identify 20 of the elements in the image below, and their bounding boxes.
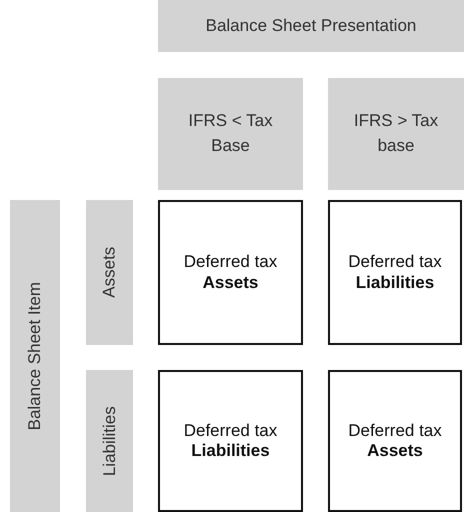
- row-label: Assets: [99, 246, 120, 298]
- matrix-cell: [158, 370, 303, 512]
- matrix-cell: [328, 200, 462, 345]
- matrix-cell: [158, 200, 303, 345]
- row-label: Balance Sheet Item: [24, 282, 45, 430]
- row-header-box: [86, 200, 133, 345]
- cell-text: Deferred tax Assets: [347, 420, 443, 462]
- row-label: Liabilities: [99, 406, 120, 476]
- matrix-cell: [328, 370, 462, 512]
- cell-text: Deferred tax Liabilities: [182, 420, 278, 462]
- cell-text: Deferred tax Assets: [182, 252, 278, 293]
- header-box: [328, 78, 464, 190]
- header-box: [158, 78, 303, 190]
- header-box: [158, 0, 464, 52]
- row-header-box: [10, 200, 60, 512]
- row-header-box: [86, 370, 133, 512]
- column-label: Balance Sheet Presentation: [206, 16, 416, 36]
- column-label: IFRS < Tax Base: [187, 110, 274, 157]
- column-label: IFRS > Tax base: [352, 110, 440, 157]
- cell-text: Deferred tax Liabilities: [347, 252, 443, 293]
